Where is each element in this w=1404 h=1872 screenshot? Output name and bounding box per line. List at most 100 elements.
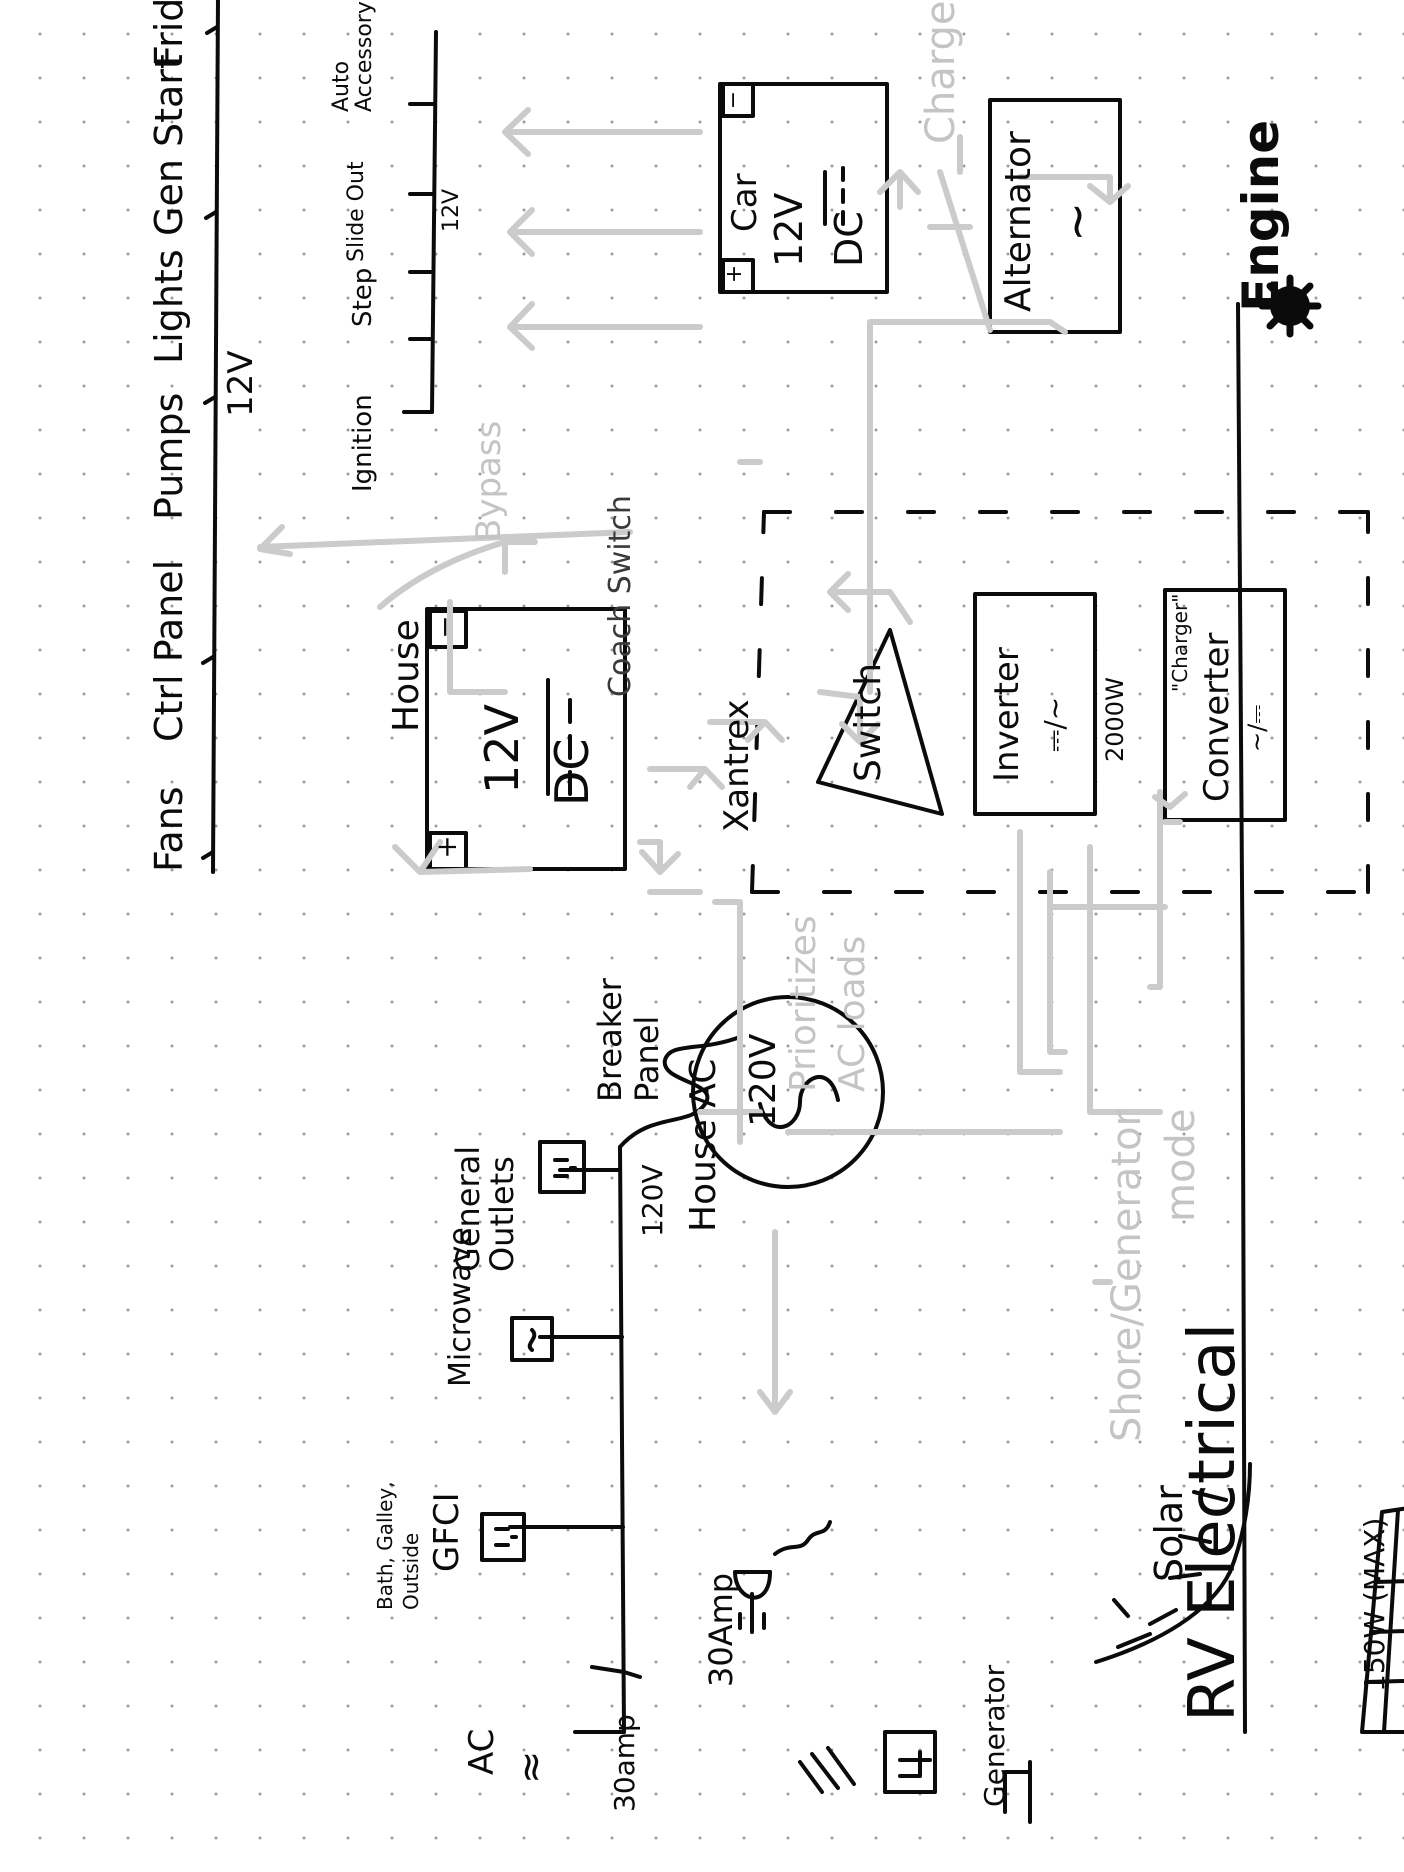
arrow-charges — [877, 169, 921, 210]
load-label: Gen Start — [147, 54, 191, 236]
bypass-annotation: Bypass — [469, 420, 509, 542]
sun-rays — [1112, 1490, 1228, 1649]
arrow-shore-to-houseac — [757, 1229, 793, 1415]
arrow-engine — [1017, 174, 1131, 205]
ac-symbol: ≈ — [508, 1750, 554, 1784]
minus-terminal-label: − — [721, 90, 746, 110]
bus-12v-tick — [205, 25, 219, 35]
bus-120v-line — [618, 1145, 626, 1734]
inverter-label: Inverter — [987, 647, 1027, 782]
load-label: General Outlets — [449, 1145, 521, 1272]
wire-car — [737, 169, 993, 465]
gfci-note: Bath, Galley, Outside — [372, 1481, 424, 1610]
alternator-label: Alternator — [998, 131, 1039, 312]
inverter-rating: 2000W — [1101, 677, 1129, 762]
bus-tick — [590, 1665, 642, 1679]
bus-12v-tick — [201, 655, 215, 665]
arrow-house-bypass — [637, 839, 681, 875]
breaker-panel-line: Panel — [627, 1015, 666, 1102]
converter-label: Converter — [1197, 632, 1237, 802]
arrow-bypass — [377, 539, 538, 610]
arrow-coach — [447, 599, 508, 695]
load-label: Fans — [147, 786, 191, 872]
bus-voltage-label: 120V — [636, 1164, 669, 1237]
gfci-note-line: Outside — [399, 1532, 423, 1610]
wave-icon — [527, 1328, 537, 1352]
bus-auto-line — [430, 30, 438, 414]
wire-converter-feed — [1147, 789, 1163, 990]
house-battery-type: DC — [545, 738, 599, 806]
prioritizes-line: AC loads — [831, 935, 873, 1092]
converter-box — [1163, 588, 1287, 822]
load-label: Step — [348, 267, 378, 327]
arrow-car-step — [507, 301, 703, 351]
plug-cord — [773, 1520, 832, 1556]
charges-annotation: Charges — [918, 0, 964, 144]
load-label: Lights — [147, 249, 191, 364]
gear-teeth — [1258, 274, 1322, 338]
ground-symbol — [1003, 1760, 1032, 1824]
microwave-box — [510, 1316, 554, 1362]
prioritizes-annotation: Prioritizes AC loads — [780, 915, 877, 1092]
load-label: Fridge — [147, 0, 191, 67]
arrow-switch-to-inverter — [817, 689, 881, 745]
house-battery-name: House — [386, 619, 427, 732]
breaker-panel-label: Breaker Panel — [591, 978, 666, 1102]
load-label: Pumps — [147, 392, 191, 520]
dc-symbol — [823, 166, 845, 226]
wire-inverter-to-breaker — [1017, 829, 1163, 1115]
plus-terminal-label: + — [430, 835, 463, 859]
arrow-car — [927, 134, 973, 230]
load-label: AC — [462, 1728, 502, 1775]
generator-left-label: 30amp — [608, 1714, 641, 1812]
general-outlet-box — [538, 1140, 586, 1194]
wire-alternator-to-switch — [867, 319, 1068, 695]
arrow-house-to-xantrex — [647, 766, 725, 790]
converter-symbol: ~/⎓ — [1243, 704, 1271, 752]
plus-terminal-label: + — [722, 264, 747, 284]
alternator-box — [988, 98, 1122, 334]
load-label: Ctrl Panel — [147, 559, 191, 742]
car-battery-minus-terminal — [721, 82, 755, 118]
coach-switch-annotation: Coach Switch — [603, 495, 638, 697]
breaker-panel-line: Breaker — [591, 978, 629, 1102]
house-ac-name: House AC — [683, 1058, 724, 1232]
car-battery-plus-terminal — [721, 258, 755, 294]
arrow-xantrex-to-switch — [707, 719, 785, 743]
plug-prongs — [733, 1570, 772, 1634]
solar-panel-icon — [1362, 1502, 1404, 1732]
inverter-box — [973, 592, 1097, 816]
inverter-symbol: ⎓/~ — [1038, 696, 1071, 752]
generator-symbol — [898, 1750, 932, 1778]
sun-arc — [1094, 1462, 1252, 1664]
switch-label: Switch — [848, 662, 889, 782]
load-label: Auto Accessory — [329, 1, 378, 112]
alternator-symbol: ~ — [1049, 201, 1105, 242]
solar-panel-frame — [1360, 1500, 1404, 1734]
generator-box — [883, 1730, 937, 1794]
bus-voltage-label: 12V — [221, 350, 261, 417]
ac-wave — [758, 1075, 840, 1129]
gear-icon — [1272, 286, 1312, 326]
house-ac-voltage: 120V — [743, 1033, 784, 1127]
sun-icon — [1096, 1462, 1252, 1662]
generator-label: Generator — [978, 1664, 1011, 1807]
arrow-inverter-to-switch — [827, 571, 913, 625]
bus-12v-tick — [204, 210, 218, 220]
mode-note: Shore/Generator mode — [1100, 1109, 1208, 1442]
car-battery-voltage: 12V — [767, 192, 811, 267]
engine-label: Engine — [1232, 119, 1290, 312]
outlet-icon — [553, 1158, 577, 1178]
mode-note-line: mode — [1158, 1108, 1204, 1222]
house-battery-voltage: 12V — [475, 703, 529, 794]
wire-ac — [712, 899, 743, 1145]
bus-12v-line — [211, 0, 220, 874]
xantrex-label: Xantrex — [717, 699, 757, 832]
prioritizes-line: Prioritizes — [783, 915, 824, 1092]
minus-terminal-label: − — [428, 615, 461, 639]
solar-panel-grid — [1364, 1504, 1404, 1734]
mode-note-line: Shore/Generator — [1104, 1110, 1150, 1442]
gfci-outlet-box — [480, 1512, 526, 1562]
house-ac-circle — [691, 995, 885, 1189]
